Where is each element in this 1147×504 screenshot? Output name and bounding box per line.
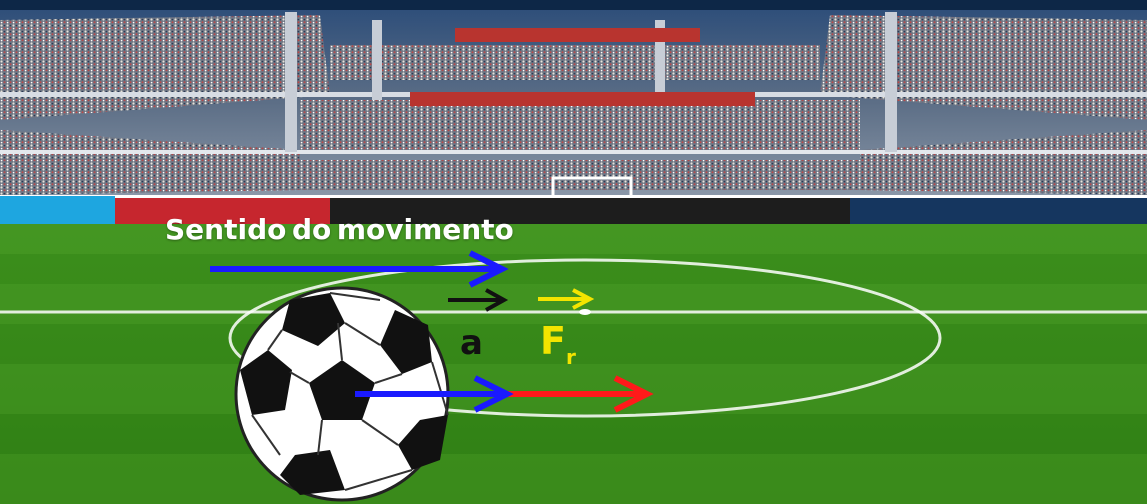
- ad-board-red: [115, 198, 330, 224]
- lower-crowd-right: [860, 130, 1147, 195]
- mid-tier-edge: [0, 150, 1147, 154]
- direction-arrow: [210, 250, 509, 288]
- acceleration-label: a: [460, 323, 490, 363]
- pillar: [372, 20, 382, 100]
- pitch-stripe: [0, 454, 1147, 504]
- pitch: [0, 224, 1147, 504]
- soccer-ball-icon: [234, 286, 450, 502]
- pitch-stripe: [0, 224, 1147, 254]
- ad-board-left: [0, 196, 115, 226]
- force-label: Fr: [540, 322, 580, 367]
- pillar: [655, 20, 665, 100]
- direction-label: Sentido do movimento: [165, 213, 520, 246]
- center-crowd-upper: [330, 45, 820, 80]
- lower-crowd: [0, 130, 300, 195]
- center-spot: [579, 309, 591, 315]
- pillar: [285, 12, 297, 152]
- velocity-arrow: [355, 375, 514, 413]
- flag-strip-upper: [455, 28, 700, 42]
- pillar: [885, 12, 897, 152]
- force-arrow: [538, 288, 595, 310]
- flag-strip-lower: [410, 92, 755, 106]
- stadium-upper-ring: [0, 0, 1147, 12]
- ad-board-right: [850, 198, 1147, 224]
- force-subscript: r: [565, 345, 580, 369]
- acceleration-arrow: [448, 288, 509, 312]
- force-symbol: F: [540, 319, 566, 363]
- mid-crowd: [300, 160, 860, 190]
- pitch-stripe: [0, 364, 1147, 414]
- ad-board-dark: [330, 198, 850, 224]
- center-crowd-lower: [300, 100, 860, 150]
- resultant-arrow: [495, 375, 654, 413]
- center-circle: [228, 258, 942, 418]
